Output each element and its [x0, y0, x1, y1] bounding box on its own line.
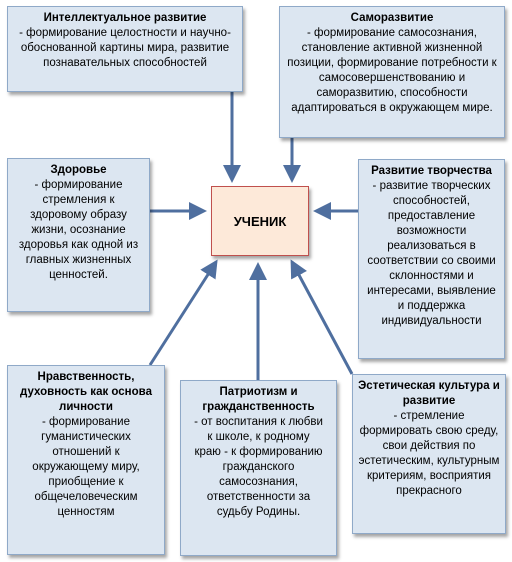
center-label: УЧЕНИК	[233, 213, 287, 229]
box-morality-title: Нравственность, духовность как основа ли…	[20, 371, 152, 413]
center-node: УЧЕНИК	[211, 186, 309, 256]
box-self: Саморазвитие - формирование самосознания…	[279, 6, 505, 138]
box-patriotism-title: Патриотизм и гражданственность	[202, 386, 315, 413]
box-intellectual: Интеллектуальное развитие - формирование…	[7, 6, 243, 92]
box-aesthetic-title: Эстетическая культура и развитие	[358, 380, 500, 407]
arrow-aesthetic	[290, 259, 354, 375]
box-patriotism-text: - от воспитания к любви к школе, к родно…	[194, 416, 323, 518]
box-intellectual-title: Интеллектуальное развитие	[43, 12, 207, 24]
box-health: Здоровье - формирование стремления к здо…	[7, 158, 150, 312]
box-intellectual-text: - формирование целостности и научно- обо…	[19, 27, 231, 69]
box-creativity: Развитие творчества - развитие творчески…	[358, 159, 505, 359]
box-health-title: Здоровье	[50, 164, 107, 176]
box-patriotism: Патриотизм и гражданственность - от восп…	[180, 380, 337, 556]
box-self-text: - формирование самосознания, становление…	[287, 27, 497, 114]
arrow-morality	[148, 259, 218, 366]
box-self-title: Саморазвитие	[350, 12, 434, 24]
box-health-text: - формирование стремления к здоровому об…	[18, 179, 139, 281]
box-creativity-title: Развитие творчества	[371, 165, 492, 177]
box-aesthetic: Эстетическая культура и развитие - стрем…	[352, 374, 506, 534]
box-morality-text: - формирование гуманистических отношений…	[32, 416, 140, 518]
box-morality: Нравственность, духовность как основа ли…	[7, 365, 165, 555]
box-aesthetic-text: - стремление формировать свою среду, сво…	[358, 410, 500, 497]
box-creativity-text: - развитие творческих способностей, пред…	[367, 180, 496, 327]
